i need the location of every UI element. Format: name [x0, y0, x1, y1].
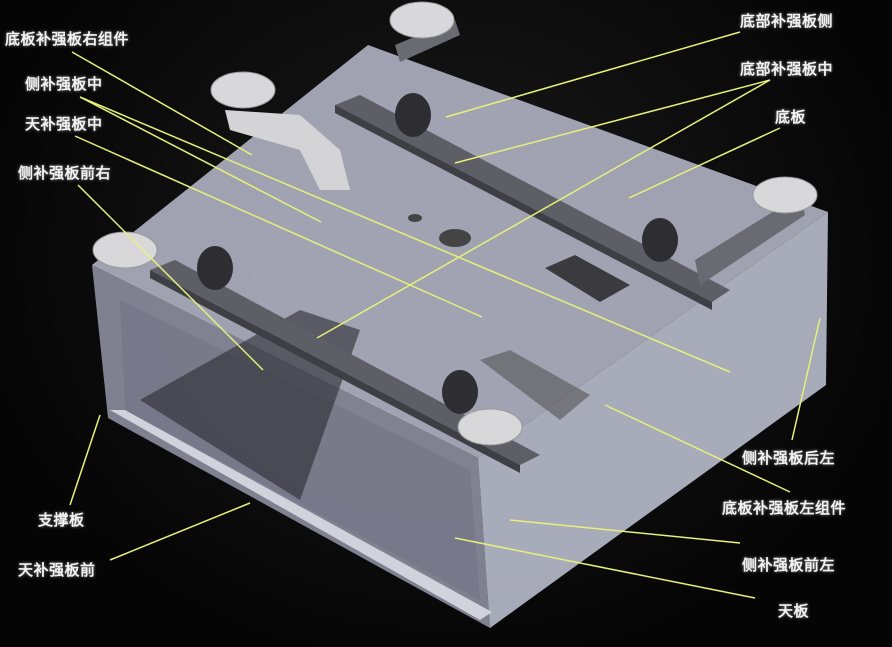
label-support-plate: 支撑板 — [38, 511, 85, 529]
label-bottom-plate-reinforcement-left-assembly: 底板补强板左组件 — [722, 499, 847, 517]
leader-line — [454, 537, 756, 599]
leader-line — [71, 51, 253, 156]
label-bottom-reinforcement-side: 底部补强板侧 — [740, 12, 834, 30]
leader-lines — [69, 31, 821, 599]
right-side-bar — [695, 195, 805, 285]
leader-line — [604, 404, 791, 493]
leader-line — [79, 96, 322, 223]
leader-line — [445, 31, 741, 118]
leader-line — [628, 127, 781, 199]
caster — [642, 218, 678, 262]
leader-line — [316, 79, 771, 339]
rear-rail — [335, 95, 730, 302]
leveling-foot — [92, 231, 158, 269]
leveling-foot — [752, 176, 818, 214]
label-bottom-reinforcement-middle: 底部补强板中 — [740, 60, 834, 78]
rear-rail-edge — [335, 105, 712, 310]
bracket — [225, 110, 350, 190]
caster — [197, 246, 233, 290]
label-side-reinforcement-middle: 侧补强板中 — [25, 75, 103, 93]
slot — [545, 255, 630, 302]
front-bar — [110, 410, 492, 620]
leader-line — [791, 317, 821, 441]
hole — [439, 229, 471, 247]
label-side-reinforcement-front-right: 侧补强板前右 — [18, 164, 112, 182]
label-side-reinforcement-front-left: 侧补强板前左 — [742, 556, 836, 574]
front-rail-edge — [150, 270, 520, 473]
leveling-foot — [210, 71, 276, 109]
caster — [442, 370, 478, 414]
cutout — [480, 350, 590, 420]
label-side-reinforcement-rear-left: 侧补强板后左 — [742, 449, 836, 467]
label-bottom-plate-reinforcement-right-assembly: 底板补强板右组件 — [5, 30, 130, 48]
leveling-foot — [457, 408, 523, 446]
label-top-plate: 天板 — [778, 602, 810, 620]
leader-line — [79, 96, 731, 373]
hole — [408, 214, 422, 222]
label-bottom-plate: 底板 — [775, 108, 807, 126]
label-top-reinforcement-front: 天补强板前 — [18, 561, 96, 579]
leader-line — [454, 79, 771, 164]
leader-line — [77, 184, 264, 371]
leader-line — [109, 502, 251, 561]
right-face — [478, 212, 828, 628]
front-rail — [150, 260, 540, 465]
leveling-foot — [389, 1, 455, 39]
leader-line — [74, 135, 483, 318]
label-top-reinforcement-middle: 天补强板中 — [25, 115, 103, 133]
caster — [395, 93, 431, 137]
leader-line — [69, 414, 101, 506]
leader-line — [509, 519, 741, 544]
